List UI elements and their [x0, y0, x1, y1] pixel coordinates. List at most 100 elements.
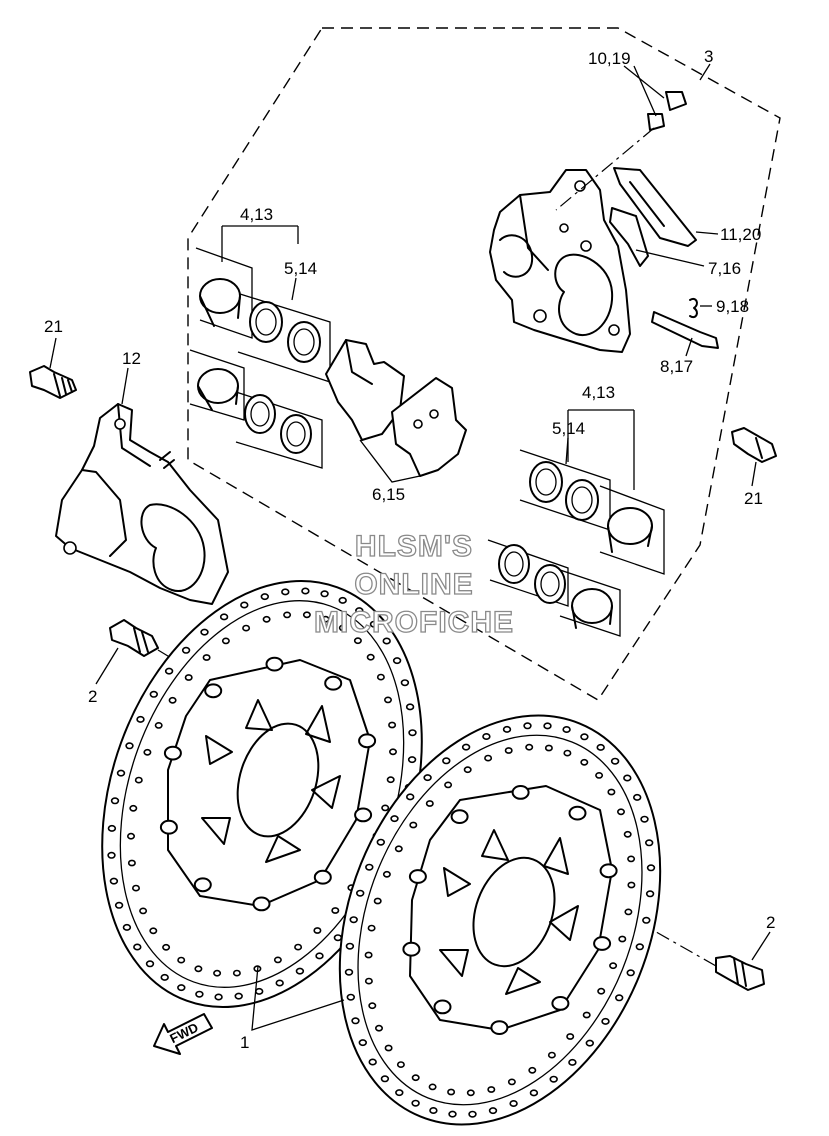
disc-drill-hole: [463, 766, 472, 774]
disc-drill-hole: [618, 935, 627, 943]
disc-drill-hole: [601, 1017, 610, 1025]
callout-4-13-right: 4,13: [582, 383, 615, 402]
disc-drill-hole: [423, 774, 432, 782]
disc-drill-hole: [109, 877, 119, 885]
disc-drill-hole: [349, 916, 358, 924]
disc-drill-hole: [392, 657, 402, 665]
callout-10-19: 10,19: [588, 49, 631, 68]
disc-drill-hole: [425, 800, 434, 807]
disc-drill-hole: [597, 987, 606, 995]
disc-drill-hole: [509, 1100, 518, 1108]
disc-drill-hole: [642, 916, 651, 924]
disc-drill-hole: [394, 845, 403, 853]
disc-drill-hole: [242, 624, 251, 632]
disc-drill-hole: [181, 646, 191, 654]
disc-drill-hole: [164, 667, 174, 675]
disc-drill-hole: [351, 1017, 360, 1025]
disc-drill-hole: [523, 722, 532, 730]
disc-drill-hole: [149, 927, 158, 935]
disc-drill-hole: [139, 907, 148, 915]
disc-drill-hole: [353, 637, 362, 645]
pad-clip: [609, 207, 649, 267]
disc-drill-hole: [568, 1058, 577, 1066]
rotor-button: [193, 877, 212, 893]
rotor-button: [551, 996, 570, 1011]
rotor-button: [354, 807, 373, 823]
rotor-button: [402, 941, 421, 957]
disc-drill-hole: [566, 1033, 575, 1040]
callout-7-16: 7,16: [708, 259, 741, 278]
disc-drill-hole: [507, 1078, 516, 1086]
disc-drill-hole: [616, 808, 625, 816]
disc-drill-hole: [133, 943, 142, 951]
disc-drill-hole: [177, 956, 186, 964]
disc-drill-hole: [482, 732, 491, 740]
disc-drill-hole: [114, 901, 124, 909]
rotor-button: [252, 896, 271, 912]
callout-11-20: 11,20: [720, 225, 761, 244]
watermark-line-2: ONLINE: [354, 568, 473, 601]
disc-drill-hole: [320, 590, 329, 598]
callout-3: 3: [704, 47, 713, 66]
disc-drill-hole: [543, 722, 552, 730]
disc-drill-hole: [447, 1088, 456, 1096]
disc-drill-hole: [365, 863, 374, 871]
disc-drill-hole: [632, 793, 642, 801]
disc-drill-hole: [338, 624, 347, 632]
disc-drill-hole: [504, 747, 513, 754]
disc-drill-hole: [369, 620, 379, 628]
disc-drill-hole: [143, 748, 152, 756]
callout-2-right: 2: [766, 913, 775, 932]
disc-drill-hole: [386, 776, 395, 784]
disc-drill-hole: [461, 743, 471, 751]
disc-drill-hole: [127, 832, 136, 840]
left-caliper-bolt: [29, 365, 77, 399]
callout-9-18: 9,18: [716, 297, 749, 316]
disc-drill-hole: [184, 674, 193, 681]
disc-drill-hole: [345, 942, 355, 950]
left-caliper: [55, 403, 229, 605]
disc-drill-hole: [544, 744, 553, 752]
disc-drill-hole: [382, 637, 391, 645]
disc-drill-hole: [367, 924, 376, 932]
brake-pads: [325, 339, 467, 477]
disc-drill-hole: [407, 756, 417, 764]
disc-drill-hole: [364, 951, 373, 959]
disc-drill-hole: [134, 776, 143, 784]
upper-piston-seal-group: [189, 247, 331, 469]
disc-drill-hole: [240, 601, 249, 609]
disc-drill-hole: [154, 722, 163, 729]
disc-drill-hole: [384, 1044, 393, 1052]
disc-drill-hole: [624, 908, 633, 916]
callout-6-15: 6,15: [372, 485, 405, 504]
callout-12: 12: [122, 349, 141, 368]
disc-drill-hole: [563, 749, 572, 757]
watermark-line-3: MICROFICHE: [314, 606, 514, 639]
disc-drill-hole: [428, 1083, 437, 1091]
disc-drill-hole: [234, 992, 243, 1000]
disc-drill-hole: [132, 884, 141, 892]
disc-drill-hole: [116, 769, 126, 777]
disc-drill-hole: [580, 733, 589, 741]
callout-4-13-top: 4,13: [240, 205, 273, 224]
right-caliper-bolt: [731, 427, 777, 463]
disc-drill-hole: [219, 613, 229, 621]
rotor-button: [511, 785, 530, 800]
disc-drill-hole: [107, 824, 117, 832]
disc-drill-hole: [502, 725, 512, 733]
pad-pin: [651, 298, 719, 349]
disc-drill-hole: [294, 943, 303, 951]
disc-drill-hole: [525, 743, 534, 751]
disc-drill-hole: [122, 923, 132, 931]
disc-drill-hole: [484, 754, 493, 762]
disc-drill-hole: [396, 1061, 405, 1068]
disc-drill-hole: [390, 815, 399, 823]
disc-drill-hole: [388, 748, 397, 756]
caliper-assembly-boundary: [187, 27, 781, 701]
disc-drill-hole: [627, 855, 636, 863]
disc-drill-hole: [295, 967, 305, 975]
disc-drill-hole: [607, 788, 616, 796]
disc-drill-hole: [344, 968, 354, 976]
disc-drill-hole: [177, 984, 186, 992]
disc-drill-hole: [409, 821, 418, 829]
